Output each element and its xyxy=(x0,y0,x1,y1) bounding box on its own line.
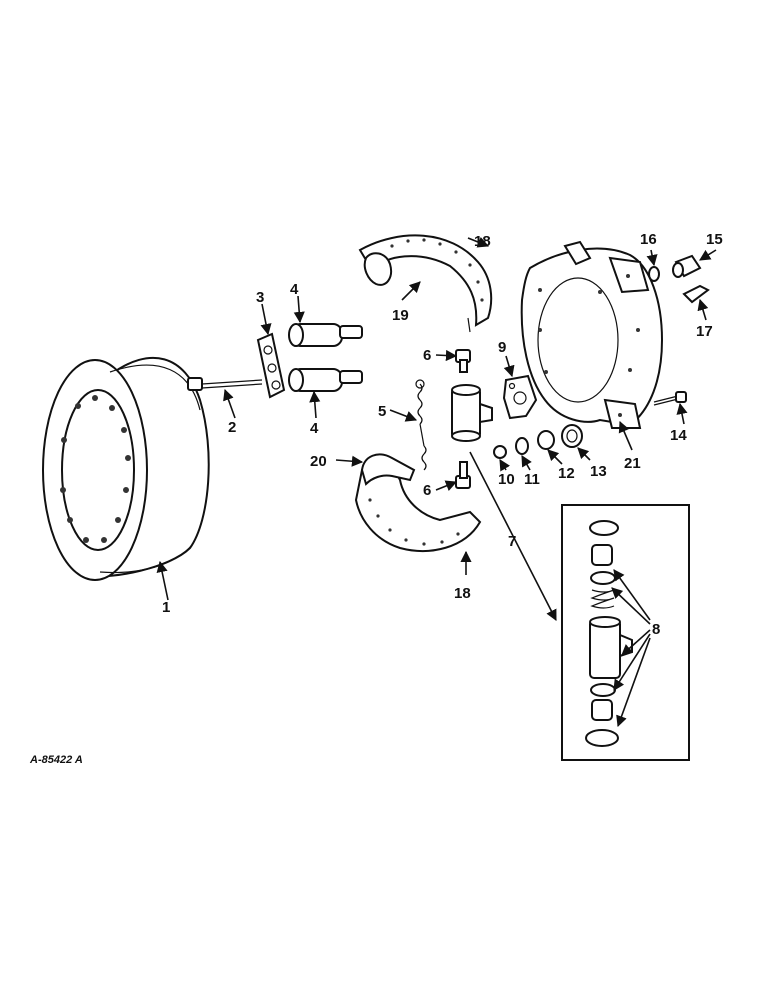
callout-9: 9 xyxy=(498,339,506,356)
cylinder-bracket xyxy=(502,374,538,420)
leader-lines xyxy=(156,237,717,728)
callout-7: 7 xyxy=(508,533,516,550)
bleeder-cap xyxy=(648,266,660,282)
callout-labels: 1 2 3 4 4 5 6 6 7 8 9 10 11 12 13 14 15 … xyxy=(162,231,723,638)
brake-drum xyxy=(42,356,210,581)
callout-1: 1 xyxy=(162,599,170,616)
brake-shoe-upper xyxy=(358,234,493,333)
callout-3: 3 xyxy=(256,289,264,306)
anchor-bolt xyxy=(187,377,263,391)
brake-shoe-lower xyxy=(354,453,482,552)
cylinder-cup xyxy=(537,430,555,450)
callout-5: 5 xyxy=(378,403,386,420)
adjuster-nut-upper xyxy=(455,349,471,373)
callout-20: 20 xyxy=(310,453,327,470)
cylinder-boot xyxy=(561,424,583,448)
cylinder-washer xyxy=(515,437,529,455)
return-spring xyxy=(415,379,427,471)
callout-21: 21 xyxy=(624,455,641,472)
mounting-bolt xyxy=(653,391,687,406)
callout-14: 14 xyxy=(670,427,687,444)
callout-18-lower: 18 xyxy=(454,585,471,602)
callout-17: 17 xyxy=(696,323,713,340)
anchor-pin-lower xyxy=(288,368,363,392)
callout-2: 2 xyxy=(228,419,236,436)
callout-4-upper: 4 xyxy=(290,281,299,298)
adjuster-nut-lower xyxy=(455,461,471,489)
callout-6-lower: 6 xyxy=(423,482,431,499)
callout-12: 12 xyxy=(558,465,575,482)
callout-8: 8 xyxy=(652,621,660,638)
cylinder-nut xyxy=(493,445,507,459)
callout-16: 16 xyxy=(640,231,657,248)
callout-10: 10 xyxy=(498,471,515,488)
callout-6-upper: 6 xyxy=(423,347,431,364)
figure-id: A-85422 A xyxy=(29,754,83,766)
anchor-plate xyxy=(256,332,286,399)
callout-18-upper: 18 xyxy=(474,233,491,250)
brake-backing-plate xyxy=(520,240,664,429)
callout-11: 11 xyxy=(524,471,540,488)
anchor-pin-upper xyxy=(288,323,363,347)
bleeder-screw xyxy=(672,254,702,278)
bleeder-fitting xyxy=(682,284,710,304)
wheel-cylinder xyxy=(451,384,493,442)
callout-4-lower: 4 xyxy=(310,420,319,437)
callout-15: 15 xyxy=(706,231,723,248)
callout-13: 13 xyxy=(590,463,607,480)
callout-19: 19 xyxy=(392,307,409,324)
repair-kit-inset xyxy=(561,504,690,761)
